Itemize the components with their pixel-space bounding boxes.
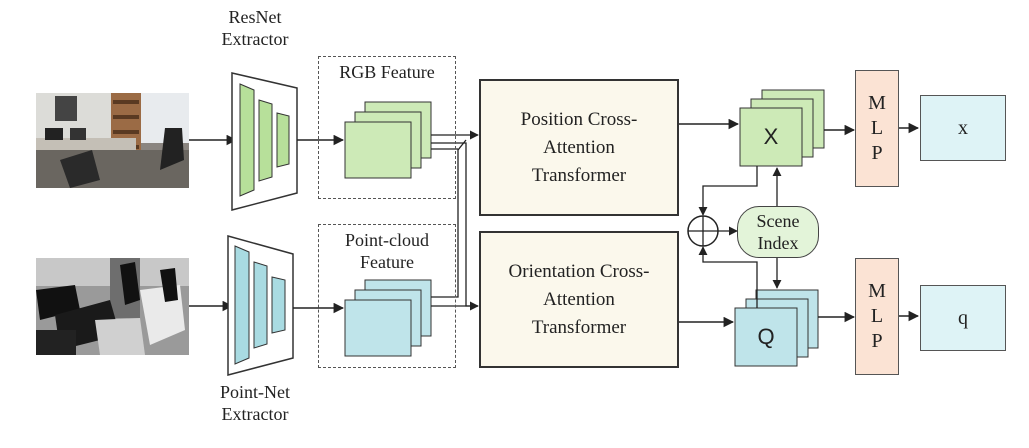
rgb-input-image — [36, 93, 189, 188]
pointnet-extractor — [227, 235, 294, 376]
sum-operator-icon — [687, 215, 719, 247]
rgb-feature-box — [318, 56, 456, 199]
q-feature-stack — [734, 289, 819, 367]
rgb-feature-stack — [344, 101, 432, 179]
resnet-extractor — [231, 72, 298, 211]
position-output: x — [920, 95, 1006, 161]
pointcloud-feature-box — [318, 224, 456, 368]
depth-input-image — [36, 258, 189, 355]
x-feature-label: X — [763, 124, 779, 149]
orientation-output: q — [920, 285, 1006, 351]
x-feature-stack — [739, 89, 825, 167]
rgb-feature-label: RGB Feature — [320, 61, 454, 83]
pointcloud-feature-stack — [344, 279, 432, 357]
q-feature-label: Q — [757, 324, 775, 349]
